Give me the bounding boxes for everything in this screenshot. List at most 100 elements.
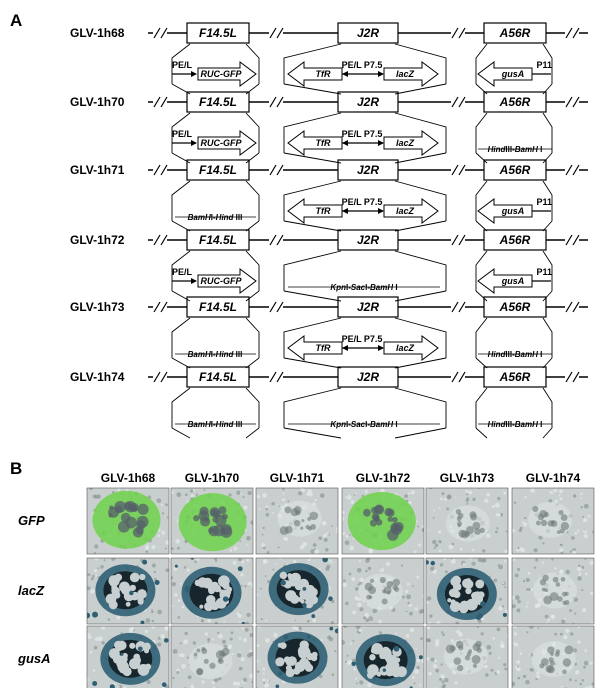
plaque-hole	[457, 665, 463, 671]
stain-speck	[238, 566, 243, 571]
texture-dot	[523, 675, 526, 678]
texture-dot	[559, 489, 563, 493]
texture-dot	[418, 543, 421, 546]
texture-dot	[95, 575, 97, 577]
insert-bracket	[246, 181, 259, 221]
insert-bracket	[172, 221, 190, 231]
plaque-hole	[547, 646, 554, 653]
column-header: GLV-1h71	[270, 471, 325, 485]
plaque-hole	[380, 577, 386, 583]
insert-bracket	[246, 153, 259, 163]
texture-dot	[323, 534, 326, 537]
texture-dot	[331, 525, 333, 527]
texture-dot	[575, 670, 580, 675]
stain-speck	[164, 638, 169, 643]
plaque-content	[256, 488, 339, 555]
plaque-hole	[369, 595, 372, 598]
promoter-arrowhead	[378, 140, 384, 146]
texture-dot	[151, 545, 155, 549]
row-label: lacZ	[18, 583, 45, 598]
texture-dot	[232, 653, 234, 655]
plaque-hole	[536, 521, 541, 526]
texture-dot	[151, 611, 154, 614]
texture-dot	[266, 679, 269, 682]
insert-bracket	[395, 221, 446, 231]
gene-label: A56R	[499, 300, 531, 314]
strain-label: GLV-1h73	[70, 300, 125, 314]
plaque-hole	[369, 654, 375, 660]
texture-dot	[157, 498, 162, 503]
texture-dot	[262, 667, 265, 670]
stain-speck	[311, 614, 315, 618]
texture-dot	[503, 663, 506, 666]
texture-dot	[440, 563, 443, 566]
texture-dot	[257, 495, 261, 499]
plaque-image	[85, 625, 169, 688]
texture-dot	[359, 680, 363, 684]
plaque-hole	[532, 506, 538, 512]
stain-speck	[92, 612, 98, 618]
plaque-hole	[111, 585, 117, 591]
texture-dot	[563, 635, 567, 639]
texture-dot	[251, 681, 253, 683]
texture-dot	[430, 658, 434, 662]
texture-dot	[378, 620, 382, 624]
texture-dot	[577, 576, 582, 581]
insert-bracket	[476, 291, 487, 301]
texture-dot	[184, 632, 187, 635]
texture-dot	[495, 531, 498, 534]
texture-dot	[558, 494, 560, 496]
texture-dot	[356, 625, 361, 630]
reporter-arrow-label: RUC-GFP	[201, 276, 243, 286]
texture-dot	[560, 544, 562, 546]
plaque-content	[171, 626, 254, 688]
gene-label: F14.5L	[199, 233, 237, 247]
plaque-image	[87, 487, 170, 555]
texture-dot	[160, 634, 164, 638]
texture-dot	[87, 635, 91, 639]
plaque-hole	[193, 515, 199, 521]
plaque-image	[426, 626, 509, 688]
texture-dot	[239, 651, 241, 653]
texture-dot	[262, 678, 265, 681]
texture-dot	[528, 588, 531, 591]
texture-dot	[411, 490, 415, 494]
texture-dot	[433, 509, 435, 511]
plaque-hole	[285, 590, 296, 601]
texture-dot	[427, 596, 431, 600]
insert-bracket	[543, 84, 552, 94]
texture-dot	[379, 631, 382, 634]
plaque-content	[340, 488, 426, 554]
texture-dot	[265, 575, 267, 577]
insert-bracket	[246, 291, 259, 301]
texture-dot	[527, 602, 529, 604]
texture-dot	[182, 606, 185, 609]
texture-dot	[350, 642, 352, 644]
plaque-content	[425, 557, 510, 626]
stain-speck	[242, 622, 245, 625]
texture-dot	[167, 517, 169, 519]
plaque-hole	[218, 658, 224, 664]
plaque-hole	[550, 652, 554, 656]
plaque-hole	[458, 530, 466, 538]
texture-dot	[435, 544, 438, 547]
texture-dot	[417, 526, 419, 528]
texture-dot	[94, 569, 97, 572]
plaque-hole	[209, 663, 215, 669]
plaque-hole	[462, 579, 472, 589]
texture-dot	[207, 641, 209, 643]
gene-label: A56R	[499, 233, 531, 247]
plaque-hole	[289, 579, 297, 587]
texture-dot	[584, 504, 589, 509]
texture-dot	[257, 594, 259, 596]
texture-dot	[422, 595, 425, 598]
texture-dot	[172, 677, 174, 679]
texture-dot	[410, 628, 414, 632]
texture-dot	[108, 618, 111, 621]
plaque-hole	[287, 656, 297, 666]
texture-dot	[428, 672, 432, 676]
texture-dot	[386, 562, 390, 566]
